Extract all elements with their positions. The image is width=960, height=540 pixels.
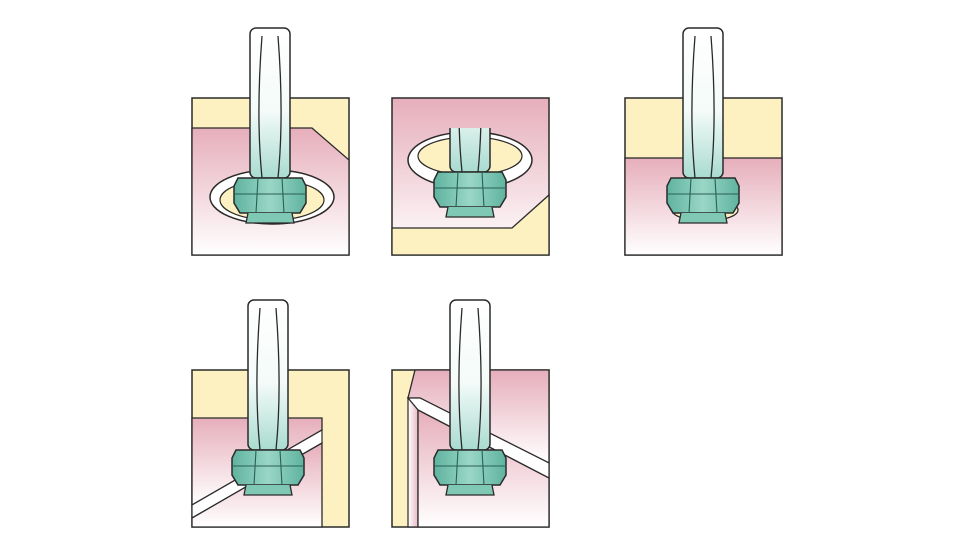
panel-1 (191, 27, 350, 256)
panel-4 (191, 299, 350, 528)
panel-5 (391, 299, 550, 528)
panel-3 (624, 27, 783, 256)
panel-2 (391, 97, 550, 256)
